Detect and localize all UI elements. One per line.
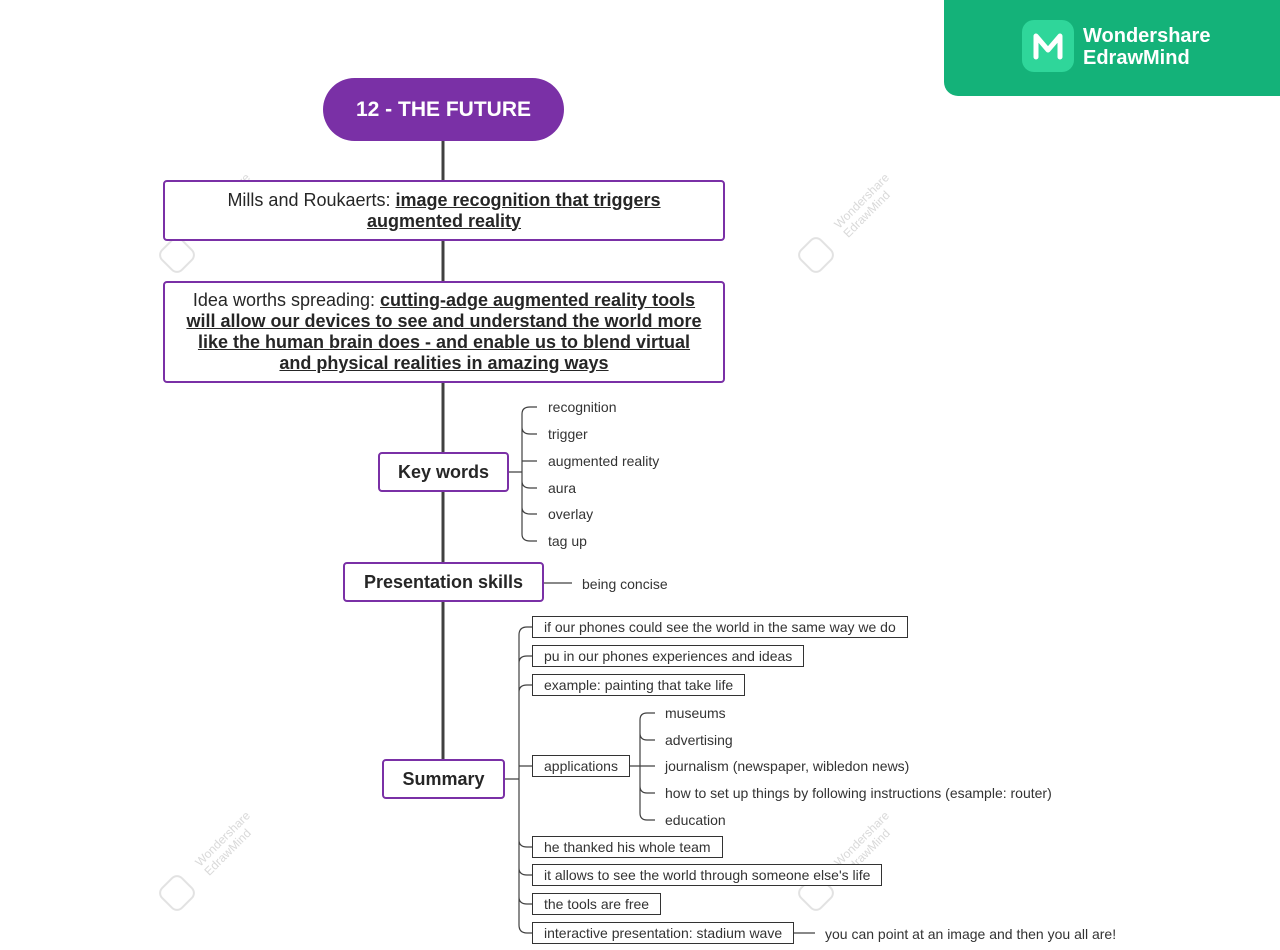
keyword-item[interactable]: overlay: [548, 506, 594, 522]
topic-key-words[interactable]: Key words: [378, 452, 509, 492]
topic-emphasis: will allow our devices to see and unders…: [186, 311, 702, 331]
keyword-item[interactable]: aura: [548, 480, 577, 496]
summary-item[interactable]: it allows to see the world through someo…: [532, 864, 883, 886]
central-topic[interactable]: 12 - THE FUTURE: [323, 78, 564, 141]
keyword-item[interactable]: tag up: [548, 533, 587, 549]
summary-item[interactable]: pu in our phones experiences and ideas: [532, 645, 805, 667]
application-item[interactable]: how to set up things by following instru…: [665, 785, 1052, 801]
keywords-bracket: [509, 406, 537, 542]
summary-bracket: [505, 626, 532, 934]
summary-item[interactable]: he thanked his whole team: [532, 836, 723, 858]
topic-prefix: Mills and Roukaerts:: [227, 189, 396, 210]
application-item[interactable]: advertising: [665, 732, 733, 748]
keyword-item[interactable]: recognition: [548, 399, 617, 415]
keyword-item[interactable]: trigger: [548, 426, 588, 442]
stadium-wave-detail[interactable]: you can point at an image and then you a…: [825, 926, 1117, 942]
summary-item[interactable]: if our phones could see the world in the…: [532, 616, 908, 638]
edrawmind-logo-icon: [1022, 20, 1074, 72]
topic-idea-worth-spreading[interactable]: Idea worths spreading: cutting-adge augm…: [163, 281, 725, 383]
brand-name: Wondershare EdrawMind: [1083, 25, 1211, 69]
application-item[interactable]: museums: [665, 705, 726, 721]
topic-mills-roukaerts[interactable]: Mills and Roukaerts: image recognition t…: [163, 180, 725, 241]
topic-emphasis: image recognition that triggers: [395, 189, 661, 210]
application-item[interactable]: education: [665, 812, 726, 828]
summary-item-stadium-wave[interactable]: interactive presentation: stadium wave: [532, 922, 795, 944]
applications-bracket: [627, 712, 655, 821]
summary-item[interactable]: example: painting that take life: [532, 674, 746, 696]
topic-emphasis: cutting-adge augmented reality tools: [380, 290, 696, 310]
topic-summary[interactable]: Summary: [382, 759, 505, 799]
presentation-item[interactable]: being concise: [582, 576, 668, 592]
topic-emphasis: like the human brain does - and enable u…: [197, 332, 691, 352]
application-item[interactable]: journalism (newspaper, wibledon news): [665, 758, 910, 774]
brand-banner[interactable]: Wondershare EdrawMind: [944, 0, 1280, 96]
topic-emphasis: augmented reality: [366, 210, 522, 231]
keyword-item[interactable]: augmented reality: [548, 453, 660, 469]
topic-emphasis: and physical realities in amazing ways: [279, 353, 609, 373]
summary-item-applications[interactable]: applications: [532, 755, 630, 777]
topic-prefix: Idea worths spreading:: [192, 290, 381, 310]
topic-presentation-skills[interactable]: Presentation skills: [343, 562, 544, 602]
summary-item[interactable]: the tools are free: [532, 893, 662, 915]
